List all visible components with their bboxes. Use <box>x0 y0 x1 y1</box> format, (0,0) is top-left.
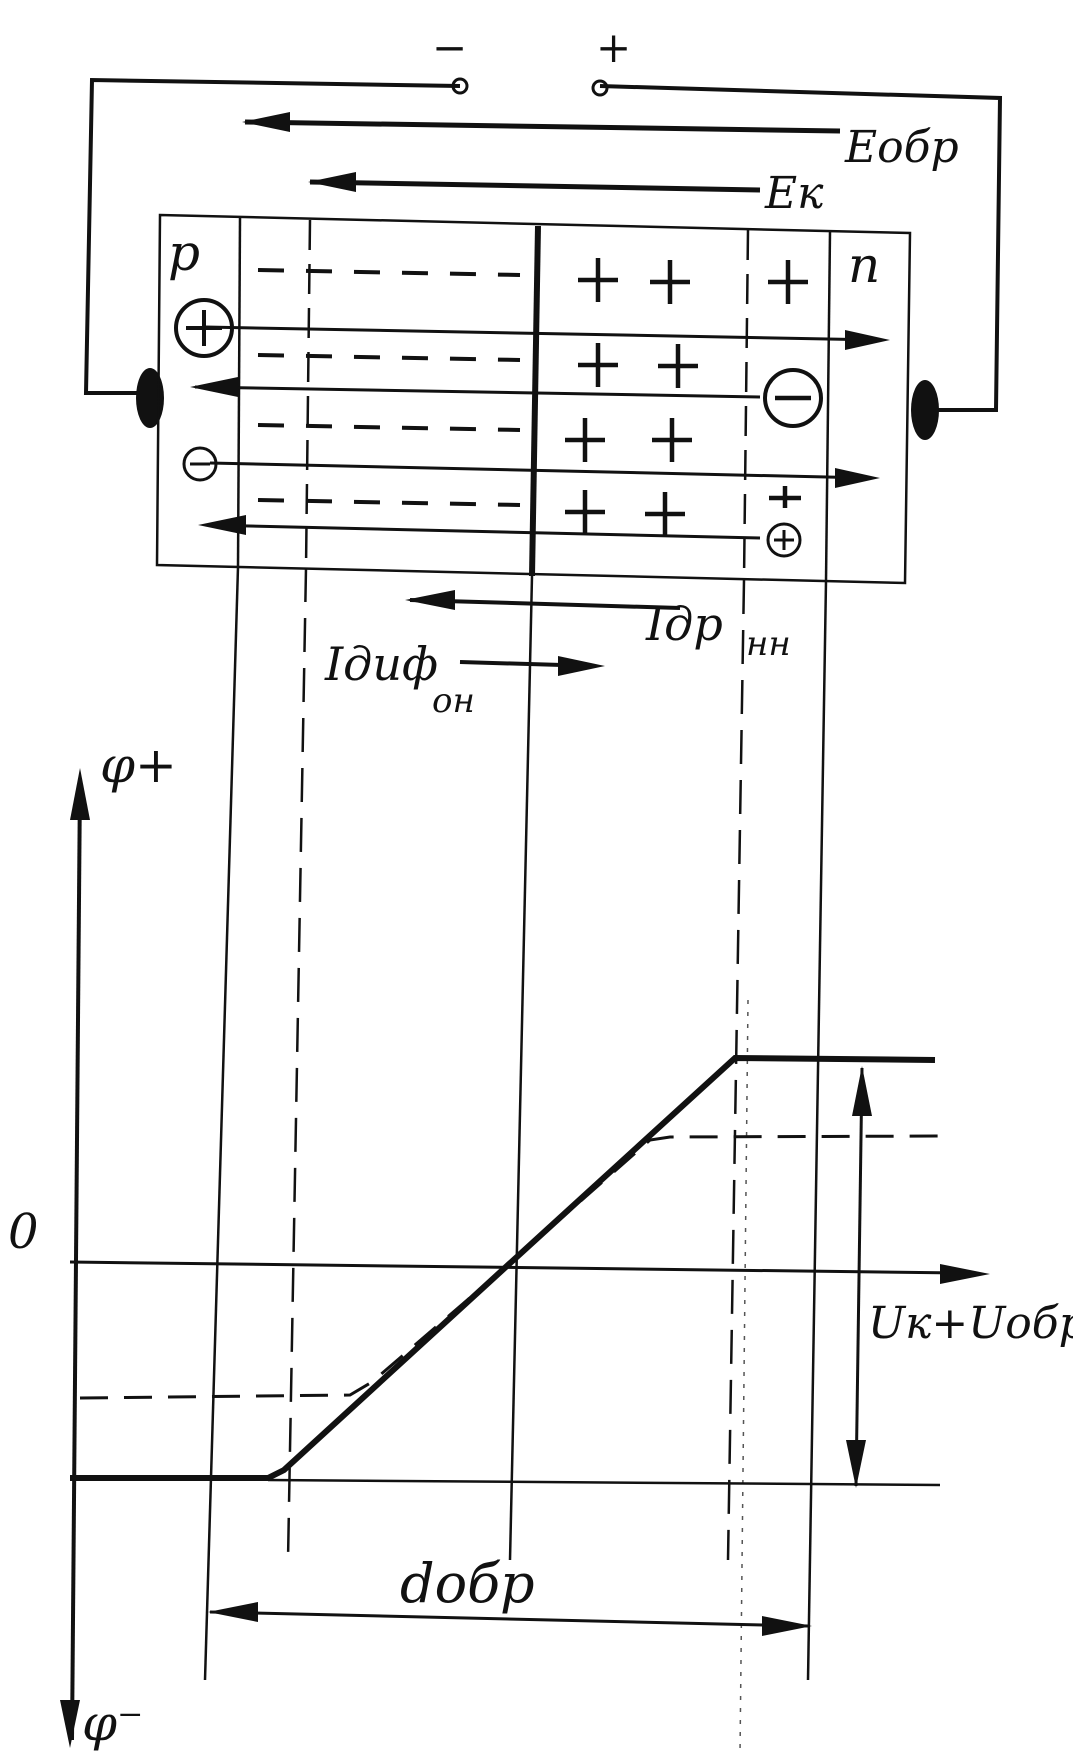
n-region-label: n <box>848 236 880 294</box>
bottom-level-line <box>267 1478 941 1487</box>
e-k-arrow-line <box>309 179 761 193</box>
projection-line-junction <box>508 575 534 1561</box>
i-dif-subscript: он <box>432 681 475 721</box>
external-circuit <box>83 77 1003 412</box>
e-obr-arrow-line <box>244 119 841 134</box>
i-dif-label: Iдиф <box>324 637 438 691</box>
hole-flow-line-n <box>204 523 761 540</box>
terminal-positive <box>591 79 609 97</box>
hole-flow-line-p <box>204 325 881 342</box>
e-k-arrowhead <box>308 172 356 192</box>
terminal-negative-sign: − <box>432 23 467 72</box>
hole-carrier-n-icon <box>766 522 802 558</box>
e-k-label: Eк <box>764 168 824 219</box>
electron-flow-p-arrowhead <box>835 468 880 488</box>
metallurgical-junction <box>529 225 541 577</box>
depletion-boundary-right <box>824 231 832 582</box>
hole-flow-n-arrowhead <box>198 515 246 535</box>
hole-flow-arrowhead <box>845 330 890 350</box>
x-axis <box>69 1260 961 1275</box>
dashed-boundary-left-block <box>304 219 312 569</box>
voltage-span-line <box>854 1067 864 1487</box>
projection-line-left-dashed <box>286 567 308 1561</box>
potential-curve-reverse <box>70 1054 936 1481</box>
phi-plus-label: φ+ <box>100 736 177 794</box>
contact-left <box>136 368 164 428</box>
width-arrow-right <box>762 1616 812 1636</box>
width-label: dобр <box>400 1552 535 1615</box>
electron-flow-line-p <box>209 461 871 480</box>
phi-axis <box>70 779 82 1741</box>
p-region-label: p <box>168 224 200 282</box>
e-obr-arrowhead <box>242 112 290 132</box>
i-dif-arrowhead <box>558 656 605 676</box>
width-dimension-line <box>209 1610 809 1628</box>
x-axis-arrowhead <box>940 1264 990 1284</box>
circuit-wire-right <box>599 84 1003 412</box>
potential-curve-equilibrium <box>79 1134 951 1400</box>
phi-axis-arrow-down <box>60 1700 80 1748</box>
i-dr-label: Iдр <box>645 597 723 651</box>
zero-label: 0 <box>8 1204 39 1260</box>
electron-flow-arrowhead <box>190 377 238 397</box>
voltage-span-arrow-bottom <box>846 1440 866 1488</box>
electron-carrier-n-icon <box>763 368 823 428</box>
projection-line-right-dashed <box>726 579 746 1561</box>
width-arrow-left <box>208 1602 258 1622</box>
i-dr-arrowhead <box>405 590 455 610</box>
projection-line-left-solid <box>203 566 240 1681</box>
e-obr-label: Eобр <box>844 122 959 173</box>
projection-line-right-solid <box>806 580 828 1681</box>
depletion-boundary-left <box>236 217 242 568</box>
hole-carrier-p-icon <box>174 298 234 358</box>
semiconductor-block <box>155 213 912 585</box>
contact-right <box>911 380 939 440</box>
dashed-boundary-right-block <box>742 229 750 581</box>
terminal-positive-sign: + <box>596 23 631 72</box>
terminal-negative <box>451 77 469 95</box>
circuit-wire-left <box>83 77 461 395</box>
i-dr-subscript: нн <box>746 624 791 664</box>
projection-line-faint <box>739 999 749 1754</box>
positive-ion-crosses <box>565 258 808 536</box>
voltage-label: Uк+Uобр <box>868 1298 1073 1349</box>
phi-axis-arrow-up <box>70 768 90 820</box>
phi-minus-label: φ⁻ <box>82 1694 143 1752</box>
voltage-span-arrow-top <box>852 1066 872 1116</box>
electron-carrier-p-icon <box>182 446 218 482</box>
electron-flow-line-n <box>194 385 761 399</box>
